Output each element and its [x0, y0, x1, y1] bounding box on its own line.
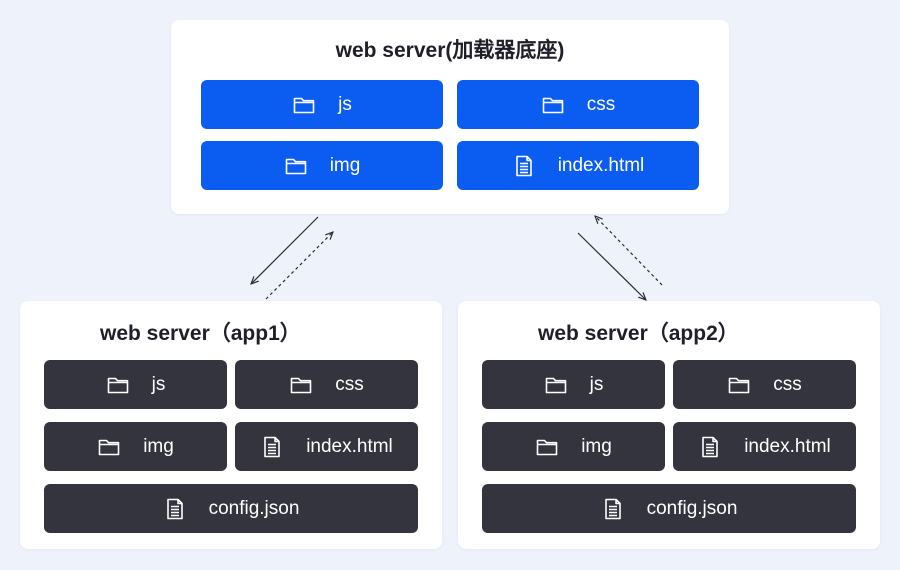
tile-label: index.html	[744, 435, 831, 457]
app1-title: web server（app1）	[100, 322, 301, 345]
tile-label: css	[335, 373, 364, 395]
document-icon	[260, 435, 284, 459]
arrow-app2-to-top	[595, 216, 663, 286]
folder-icon	[289, 373, 313, 397]
app2-tile-config-json[interactable]: config.json	[482, 484, 856, 533]
app2-tile-css[interactable]: css	[673, 360, 856, 409]
folder-icon	[544, 373, 568, 397]
top-tile-js[interactable]: js	[201, 80, 443, 129]
tile-label: css	[586, 93, 616, 115]
tile-label: js	[151, 373, 166, 395]
document-icon	[512, 154, 536, 178]
folder-icon	[97, 435, 121, 459]
tile-label: css	[773, 373, 802, 395]
folder-icon	[292, 93, 316, 117]
tile-label: config.json	[208, 497, 300, 519]
app2-server-card: web server（app2） js css img index.html c…	[458, 301, 880, 549]
tile-label: img	[581, 435, 612, 457]
app1-tile-js[interactable]: js	[44, 360, 227, 409]
app1-tile-css[interactable]: css	[235, 360, 418, 409]
tile-label: js	[338, 93, 352, 115]
arrow-app1-to-top	[265, 232, 333, 300]
top-tile-index-html[interactable]: index.html	[457, 141, 699, 190]
folder-icon	[541, 93, 565, 117]
tile-label: img	[143, 435, 174, 457]
tile-label: index.html	[306, 435, 393, 457]
tile-label: img	[329, 154, 361, 176]
app2-tile-js[interactable]: js	[482, 360, 665, 409]
arrow-top-to-app1	[251, 216, 319, 284]
loader-base-title: web server(加载器底座)	[335, 39, 565, 62]
loader-base-server-card: web server(加载器底座) js css img index.html	[171, 20, 729, 214]
app1-server-card: web server（app1） js css img index.html c…	[20, 301, 442, 549]
tile-label: config.json	[646, 497, 738, 519]
document-icon	[163, 497, 187, 521]
tile-label: js	[589, 373, 604, 395]
document-icon	[698, 435, 722, 459]
tile-label: index.html	[557, 154, 645, 176]
folder-icon	[535, 435, 559, 459]
top-tile-img[interactable]: img	[201, 141, 443, 190]
app2-tile-img[interactable]: img	[482, 422, 665, 471]
app1-tile-img[interactable]: img	[44, 422, 227, 471]
app1-tile-config-json[interactable]: config.json	[44, 484, 418, 533]
folder-icon	[727, 373, 751, 397]
document-icon	[601, 497, 625, 521]
folder-icon	[106, 373, 130, 397]
app2-title: web server（app2）	[538, 322, 739, 345]
arrow-top-to-app2	[577, 232, 646, 300]
folder-icon	[284, 154, 308, 178]
app2-tile-index-html[interactable]: index.html	[673, 422, 856, 471]
top-tile-css[interactable]: css	[457, 80, 699, 129]
app1-tile-index-html[interactable]: index.html	[235, 422, 418, 471]
